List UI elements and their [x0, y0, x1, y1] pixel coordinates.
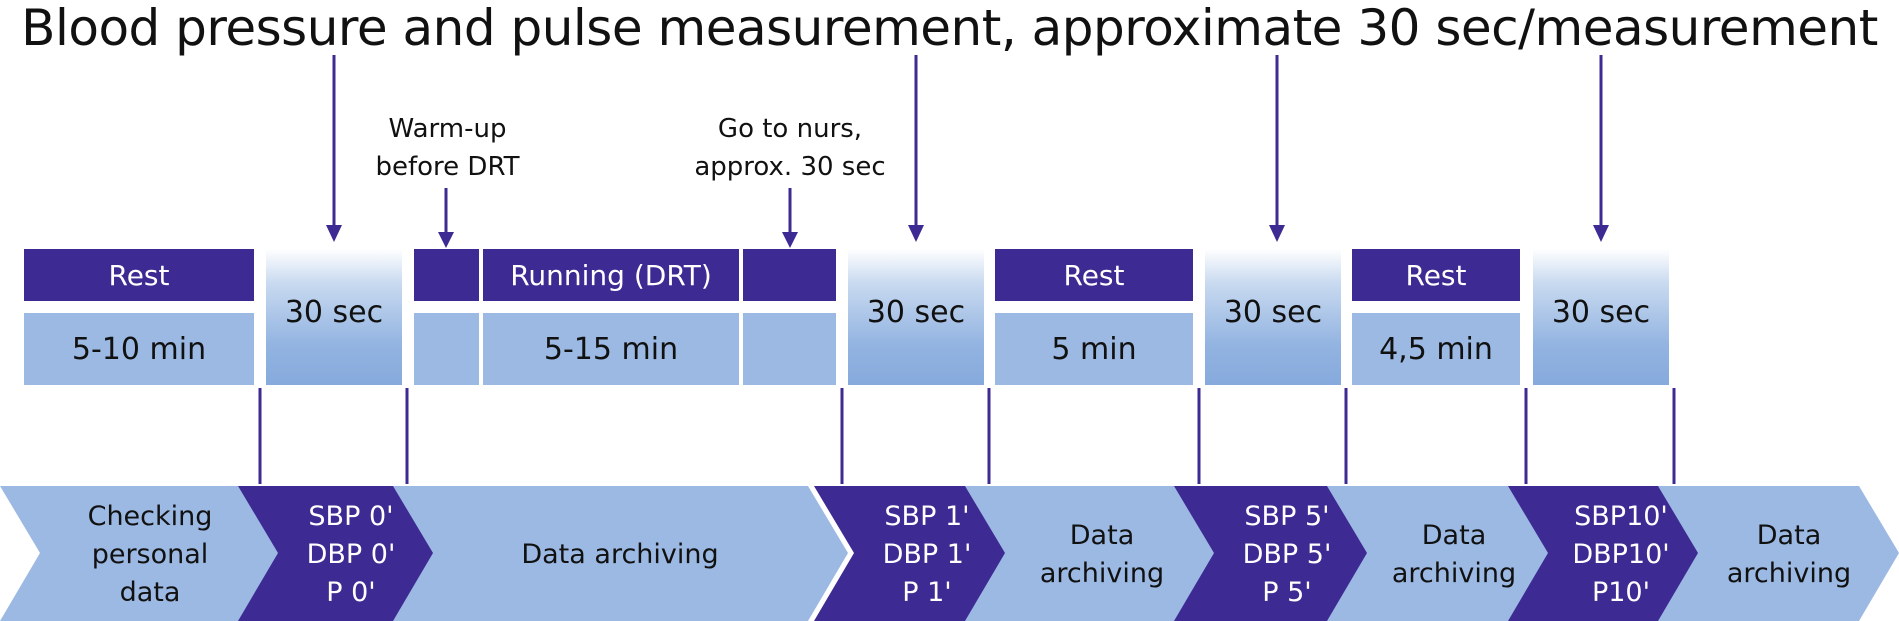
arrowhead-meas-4 [1593, 225, 1609, 242]
dur-rest-2 [995, 313, 1193, 385]
chevron-text-archiving-1: Data archiving [521, 539, 719, 570]
rest-label-1: Rest [108, 258, 170, 292]
phase-duration-bars [24, 313, 1520, 385]
measurement-block-4: 30 sec [1533, 249, 1669, 385]
page-title: Blood pressure and pulse measurement, ap… [21, 0, 1878, 57]
bar-rest-2 [995, 249, 1193, 301]
running-label: Running (DRT) [510, 258, 712, 292]
rest-duration-3: 4,5 min [1379, 331, 1493, 367]
chevron-1 [0, 486, 302, 621]
chevron-4 [814, 486, 1019, 621]
rest-label-3: Rest [1405, 258, 1467, 292]
dur-running [483, 313, 739, 385]
arrowhead-warmup [438, 232, 454, 248]
measurement-block-1: 30 sec [266, 249, 402, 385]
rest-duration-2: 5 min [1051, 331, 1137, 367]
bar-running [483, 249, 739, 301]
bar-rest-3 [1352, 249, 1520, 301]
measurement-arrows [326, 55, 1609, 248]
arrowhead-meas-2 [908, 225, 924, 242]
dur-warmup [414, 313, 479, 385]
chevron-8 [1508, 486, 1712, 621]
note-warmup: Warm-up before DRT [375, 114, 520, 182]
bar-nurs-dark [743, 249, 836, 301]
rest-duration-1: 5-10 min [71, 331, 207, 367]
arrowhead-meas-1 [326, 225, 342, 242]
dur-rest-3 [1352, 313, 1520, 385]
phase-label-bars [24, 249, 1520, 301]
dur-rest-1 [24, 313, 254, 385]
dur-nurs [743, 313, 836, 385]
bar-warmup-dark [414, 249, 479, 301]
measurement-block-3: 30 sec [1205, 249, 1341, 385]
chevron-6 [1174, 486, 1380, 621]
chevron-text-measure-0: SBP 0'DBP 0'P 0' [306, 501, 396, 608]
chevron-5 [965, 486, 1224, 621]
process-chevrons [0, 486, 1899, 621]
chevron-text-measure-10: SBP10'DBP10'P10' [1572, 501, 1670, 608]
connector-lines [258, 388, 1676, 484]
rest-label-2: Rest [1063, 258, 1125, 292]
chevron-7 [1327, 486, 1556, 621]
chevron-3 [393, 486, 848, 621]
chevron-text-measure-5: SBP 5'DBP 5'P 5' [1242, 501, 1332, 608]
arrowhead-nurs [782, 232, 798, 248]
chevron-9 [1658, 486, 1899, 621]
chevron-2 [238, 486, 447, 621]
measurement-block-2: 30 sec [848, 249, 984, 385]
running-duration: 5-15 min [543, 331, 679, 367]
arrowhead-meas-3 [1269, 225, 1285, 242]
note-go-to-nurs: Go to nurs, approx. 30 sec [694, 114, 886, 182]
bar-rest-1 [24, 249, 254, 301]
chevron-text-measure-1: SBP 1'DBP 1'P 1' [882, 501, 972, 608]
